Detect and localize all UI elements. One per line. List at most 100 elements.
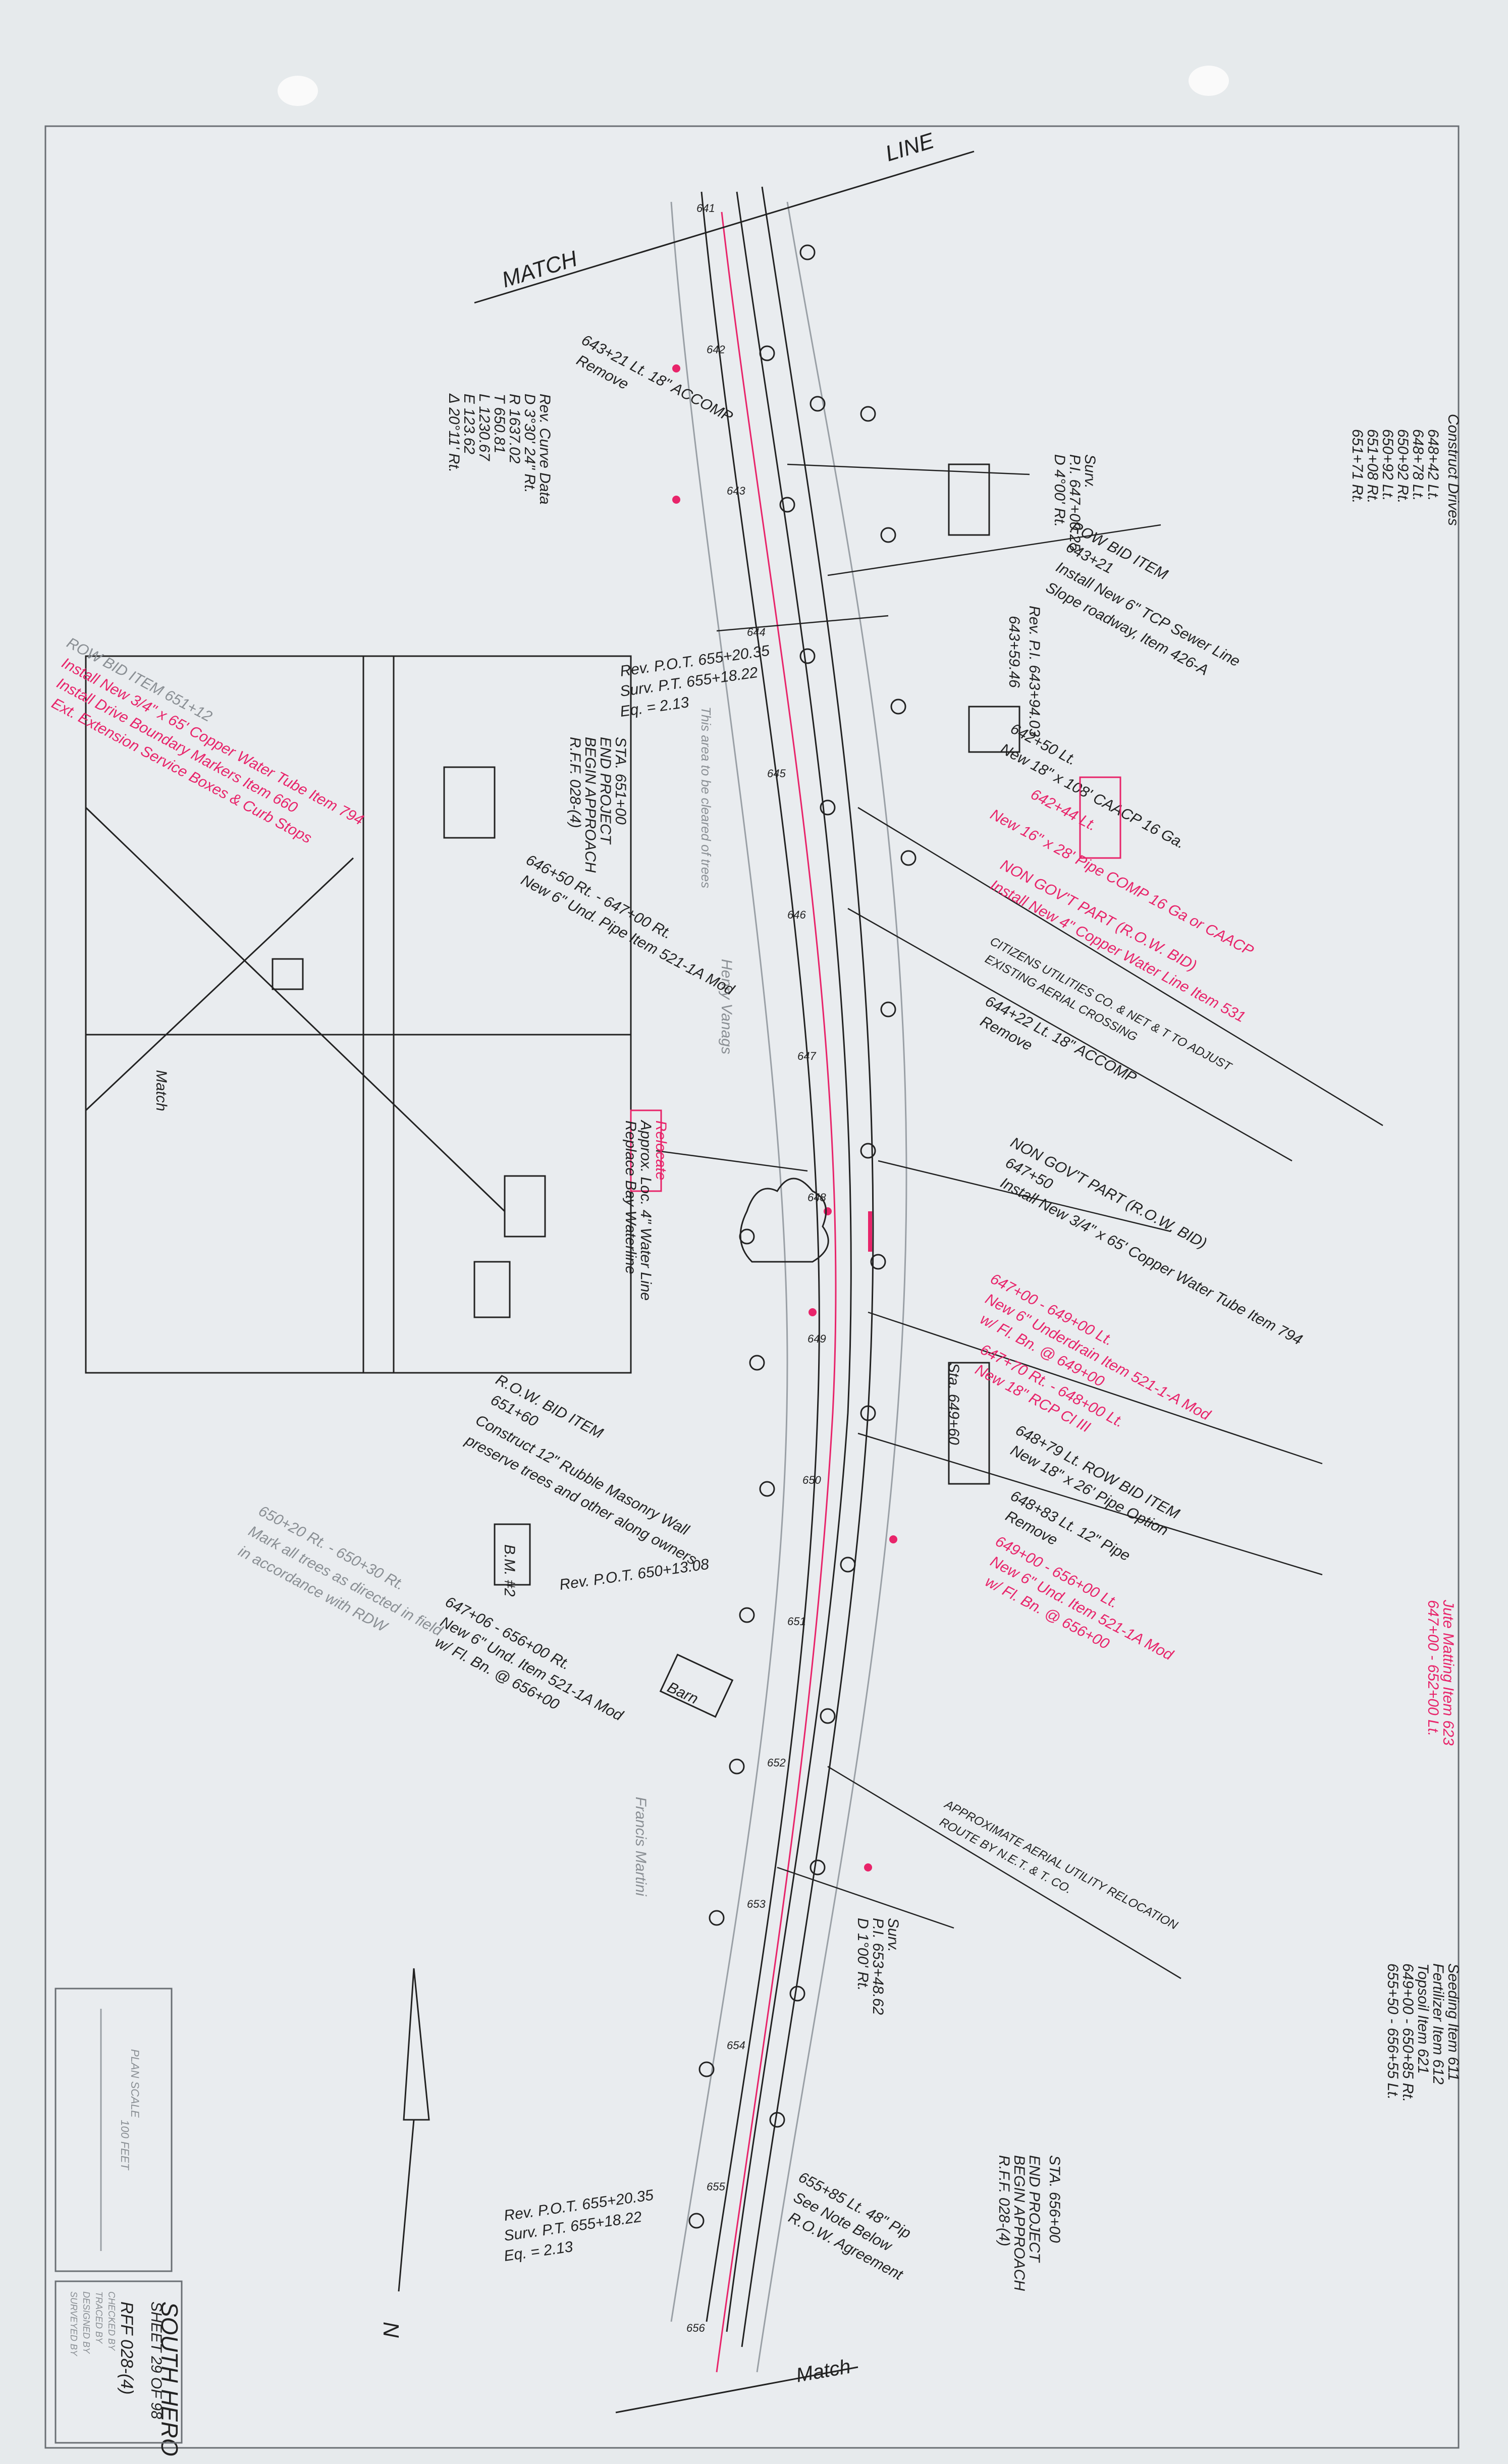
sta-643: 643 xyxy=(727,485,745,497)
road-edge-left xyxy=(701,191,820,2322)
svg-text:Seeding Item 611: Seeding Item 611 xyxy=(1445,1963,1462,2081)
inset-building-4 xyxy=(473,1261,511,1318)
svg-text:B.M. #2: B.M. #2 xyxy=(501,1544,518,1597)
inset-building-2 xyxy=(272,958,304,990)
svg-text:Surv.: Surv. xyxy=(1082,454,1098,489)
jute-note: Jute Matting Item 623 647+00 - 652+00 Lt… xyxy=(1425,1599,1457,1746)
punch-hole-right xyxy=(1189,66,1229,96)
scale-unit-label: 100 FEET xyxy=(119,2120,131,2171)
road-alignment xyxy=(670,201,907,2373)
svg-text:651+08 Rt.: 651+08 Rt. xyxy=(1364,429,1381,504)
building-garage xyxy=(968,706,1020,753)
svg-text:P.I. 647+00.25: P.I. 647+00.25 xyxy=(1066,454,1083,551)
station-labels: 641 642 643 644 645 646 647 648 649 650 … xyxy=(686,202,826,2334)
svg-text:This area to be cleared of tre: This area to be cleared of trees xyxy=(698,707,714,888)
svg-text:Construct Drives: Construct Drives xyxy=(1445,414,1462,526)
svg-text:Approx. Loc. 4" Water Line: Approx. Loc. 4" Water Line xyxy=(637,1119,654,1301)
svg-text:STA. 651+00: STA. 651+00 xyxy=(612,737,629,825)
barn-building xyxy=(659,1653,734,1718)
sta-656: 656 xyxy=(686,2322,705,2334)
svg-text:Relocate: Relocate xyxy=(653,1120,669,1180)
svg-text:P.I. 653+48.62: P.I. 653+48.62 xyxy=(870,1918,886,2015)
svg-text:R.F.F. 028-(4): R.F.F. 028-(4) xyxy=(996,2155,1012,2246)
bm-box xyxy=(494,1523,531,1586)
pink-box-1 xyxy=(1079,776,1121,859)
svg-text:D 4°00' Rt.: D 4°00' Rt. xyxy=(1051,454,1068,527)
inset-building-1 xyxy=(443,766,496,839)
sta-647: 647 xyxy=(797,1050,816,1062)
svg-text:Sta. 649+60: Sta. 649+60 xyxy=(945,1363,962,1445)
svg-text:Topsoil Item 621: Topsoil Item 621 xyxy=(1415,1963,1431,2074)
road-center-baseline xyxy=(726,191,852,2332)
svg-text:TRACED BY: TRACED BY xyxy=(94,2291,104,2344)
title-block-frame xyxy=(55,2280,183,2444)
svg-text:Francis Martini: Francis Martini xyxy=(632,1797,649,1897)
inset-relocate-box xyxy=(630,1109,662,1192)
sheet-border xyxy=(44,125,1460,2449)
construct-drives: Construct Drives 648+42 Lt. 648+78 Lt. 6… xyxy=(1349,414,1462,526)
detail-inset-frame xyxy=(85,655,632,1374)
svg-text:648+42 Lt.: 648+42 Lt. xyxy=(1425,429,1441,501)
pink-tick xyxy=(868,1211,872,1252)
svg-text:T 650.81: T 650.81 xyxy=(491,394,508,453)
sta-653: 653 xyxy=(747,1898,766,1910)
svg-text:Δ 20°11' Rt.: Δ 20°11' Rt. xyxy=(446,393,462,472)
sta-645: 645 xyxy=(767,767,786,780)
svg-text:BEGIN APPROACH: BEGIN APPROACH xyxy=(1011,2155,1028,2291)
project-name: SOUTH HERO xyxy=(156,2301,183,2456)
svg-text:END PROJECT: END PROJECT xyxy=(597,737,614,845)
road-edges xyxy=(701,186,874,2347)
svg-text:Replace Bay Waterline: Replace Bay Waterline xyxy=(622,1120,639,1274)
sta-646: 646 xyxy=(787,908,806,921)
pink-baseline xyxy=(716,211,837,2373)
svg-text:D 1°00' Rt.: D 1°00' Rt. xyxy=(854,1918,871,1991)
svg-text:648+78 Lt.: 648+78 Lt. xyxy=(1410,429,1426,501)
svg-text:643+59.46: 643+59.46 xyxy=(1006,616,1022,688)
svg-text:650+92 Lt.: 650+92 Lt. xyxy=(1379,429,1396,501)
north-label: N xyxy=(379,2322,403,2338)
svg-text:647+00 - 652+00 Lt.: 647+00 - 652+00 Lt. xyxy=(1425,1600,1441,1736)
building-651 xyxy=(948,1362,990,1485)
tree-symbols xyxy=(688,244,917,2229)
leader-lines xyxy=(656,463,1383,1979)
svg-text:655+50 - 656+55 Lt.: 655+50 - 656+55 Lt. xyxy=(1384,1963,1401,2100)
inset-roads xyxy=(85,656,631,1373)
svg-text:STA. 656+00: STA. 656+00 xyxy=(1046,2155,1063,2243)
svg-text:R.F.F. 028-(4): R.F.F. 028-(4) xyxy=(567,737,583,828)
svg-text:D 3°30' 24" Rt.: D 3°30' 24" Rt. xyxy=(521,394,538,493)
svg-text:651+71 Rt.: 651+71 Rt. xyxy=(1349,429,1366,504)
svg-text:Match: Match xyxy=(153,1070,170,1111)
svg-text:650+92 Rt.: 650+92 Rt. xyxy=(1394,429,1411,504)
sta-654: 654 xyxy=(727,2039,745,2052)
pink-traverse xyxy=(716,211,837,2373)
seeding-note: Seeding Item 611 Fertilizer Item 612 Top… xyxy=(1384,1963,1462,2102)
svg-text:END PROJECT: END PROJECT xyxy=(1026,2155,1043,2263)
plan-scale-label: PLAN SCALE xyxy=(129,2049,141,2118)
svg-text:E 123.62: E 123.62 xyxy=(461,394,477,454)
sheet-number: SHEET 29 OF 98 xyxy=(148,2301,165,2419)
sta-651: 651 xyxy=(787,1615,806,1628)
north-arrow-icon xyxy=(403,1968,430,2121)
svg-text:R 1637.02: R 1637.02 xyxy=(506,394,523,464)
svg-text:DESIGNED BY: DESIGNED BY xyxy=(81,2291,91,2354)
road-edge-right xyxy=(741,186,874,2347)
tree-clump xyxy=(739,1177,829,1263)
scale-box xyxy=(55,1988,173,2272)
svg-text:Rev. Curve Data: Rev. Curve Data xyxy=(536,394,553,505)
svg-text:Henry Vanags: Henry Vanags xyxy=(718,959,735,1054)
project-number: RFF 028-(4) xyxy=(117,2301,136,2395)
road-centerline-left xyxy=(670,201,788,2322)
inset-building-3 xyxy=(504,1175,546,1238)
svg-text:L 1230.67: L 1230.67 xyxy=(476,394,493,461)
match-line-top xyxy=(474,150,975,304)
svg-text:CHECKED BY: CHECKED BY xyxy=(106,2291,117,2351)
svg-text:SURVEYED BY: SURVEYED BY xyxy=(69,2291,79,2357)
building-small xyxy=(948,463,990,536)
sta-649: 649 xyxy=(807,1332,826,1345)
svg-text:Fertilizer Item 612: Fertilizer Item 612 xyxy=(1430,1963,1446,2084)
sta-642: 642 xyxy=(707,343,725,356)
svg-text:BEGIN APPROACH: BEGIN APPROACH xyxy=(582,737,599,873)
title-block-rows: SURVEYED BY DESIGNED BY TRACED BY CHECKE… xyxy=(69,2291,117,2357)
